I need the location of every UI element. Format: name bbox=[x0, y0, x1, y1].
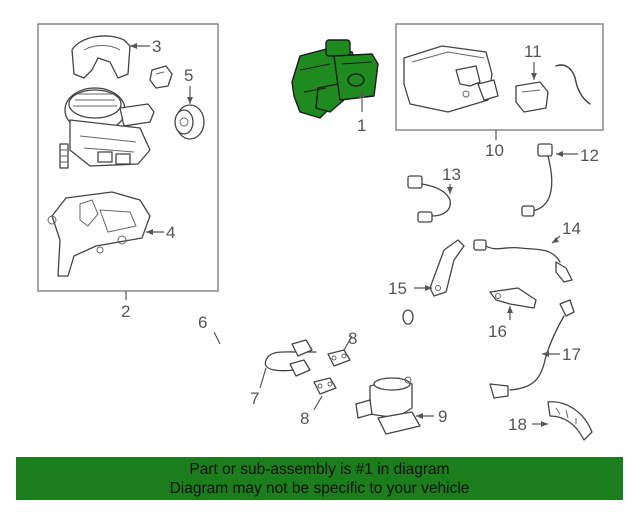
part-17-sensor bbox=[489, 299, 575, 399]
part-9-valve bbox=[355, 376, 421, 435]
disclaimer-line-1: Part or sub-assembly is #1 in diagram bbox=[189, 460, 450, 478]
callout-14: 14 bbox=[562, 219, 581, 238]
callout-16: 16 bbox=[488, 322, 507, 341]
part-6-hose bbox=[185, 307, 414, 385]
part-4-bracket bbox=[47, 191, 151, 277]
callout-8b: 8 bbox=[300, 409, 309, 428]
part-1-highlighted bbox=[291, 39, 379, 119]
callout-3: 3 bbox=[152, 37, 161, 56]
callout-17: 17 bbox=[562, 345, 581, 364]
callout-13: 13 bbox=[442, 165, 461, 184]
part-hose-small bbox=[555, 64, 591, 105]
part-5-cap bbox=[174, 104, 205, 140]
part-14-sensor bbox=[473, 239, 573, 283]
callout-10: 10 bbox=[485, 141, 504, 160]
charcoal-canister bbox=[403, 45, 499, 113]
callout-18: 18 bbox=[508, 415, 527, 434]
callout-9: 9 bbox=[438, 407, 447, 426]
callout-12: 12 bbox=[580, 146, 599, 165]
part-13-cable bbox=[407, 175, 451, 223]
callout-7: 7 bbox=[250, 389, 259, 408]
part-16-bracket bbox=[489, 287, 537, 309]
part-bracket-small bbox=[149, 65, 173, 89]
parts-diagram: 1 2 3 4 5 6 7 8 8 9 10 11 12 13 14 15 16… bbox=[37, 23, 604, 441]
part-3-cover bbox=[71, 35, 131, 79]
part-15-bracket bbox=[429, 239, 465, 297]
disclaimer-banner: Part or sub-assembly is #1 in diagram Di… bbox=[16, 457, 623, 500]
air-pump-assembly bbox=[59, 87, 155, 169]
disclaimer-line-2: Diagram may not be specific to your vehi… bbox=[169, 479, 470, 497]
callout-11: 11 bbox=[524, 42, 542, 61]
group-frame-2 bbox=[37, 23, 219, 292]
callout-8a: 8 bbox=[348, 329, 357, 348]
callout-5: 5 bbox=[184, 66, 193, 85]
callout-15: 15 bbox=[388, 279, 407, 298]
part-8-gasket-upper bbox=[327, 349, 351, 367]
callout-6: 6 bbox=[198, 313, 207, 332]
callout-2: 2 bbox=[121, 302, 130, 321]
part-7-pipe bbox=[264, 339, 317, 377]
part-8-gasket-lower bbox=[313, 377, 337, 395]
part-12-cable bbox=[521, 143, 553, 217]
callout-1: 1 bbox=[357, 116, 366, 135]
group-frame-10 bbox=[395, 23, 604, 131]
callout-4: 4 bbox=[166, 223, 175, 242]
part-11-sensor bbox=[515, 81, 549, 113]
part-18-shield bbox=[547, 401, 593, 441]
